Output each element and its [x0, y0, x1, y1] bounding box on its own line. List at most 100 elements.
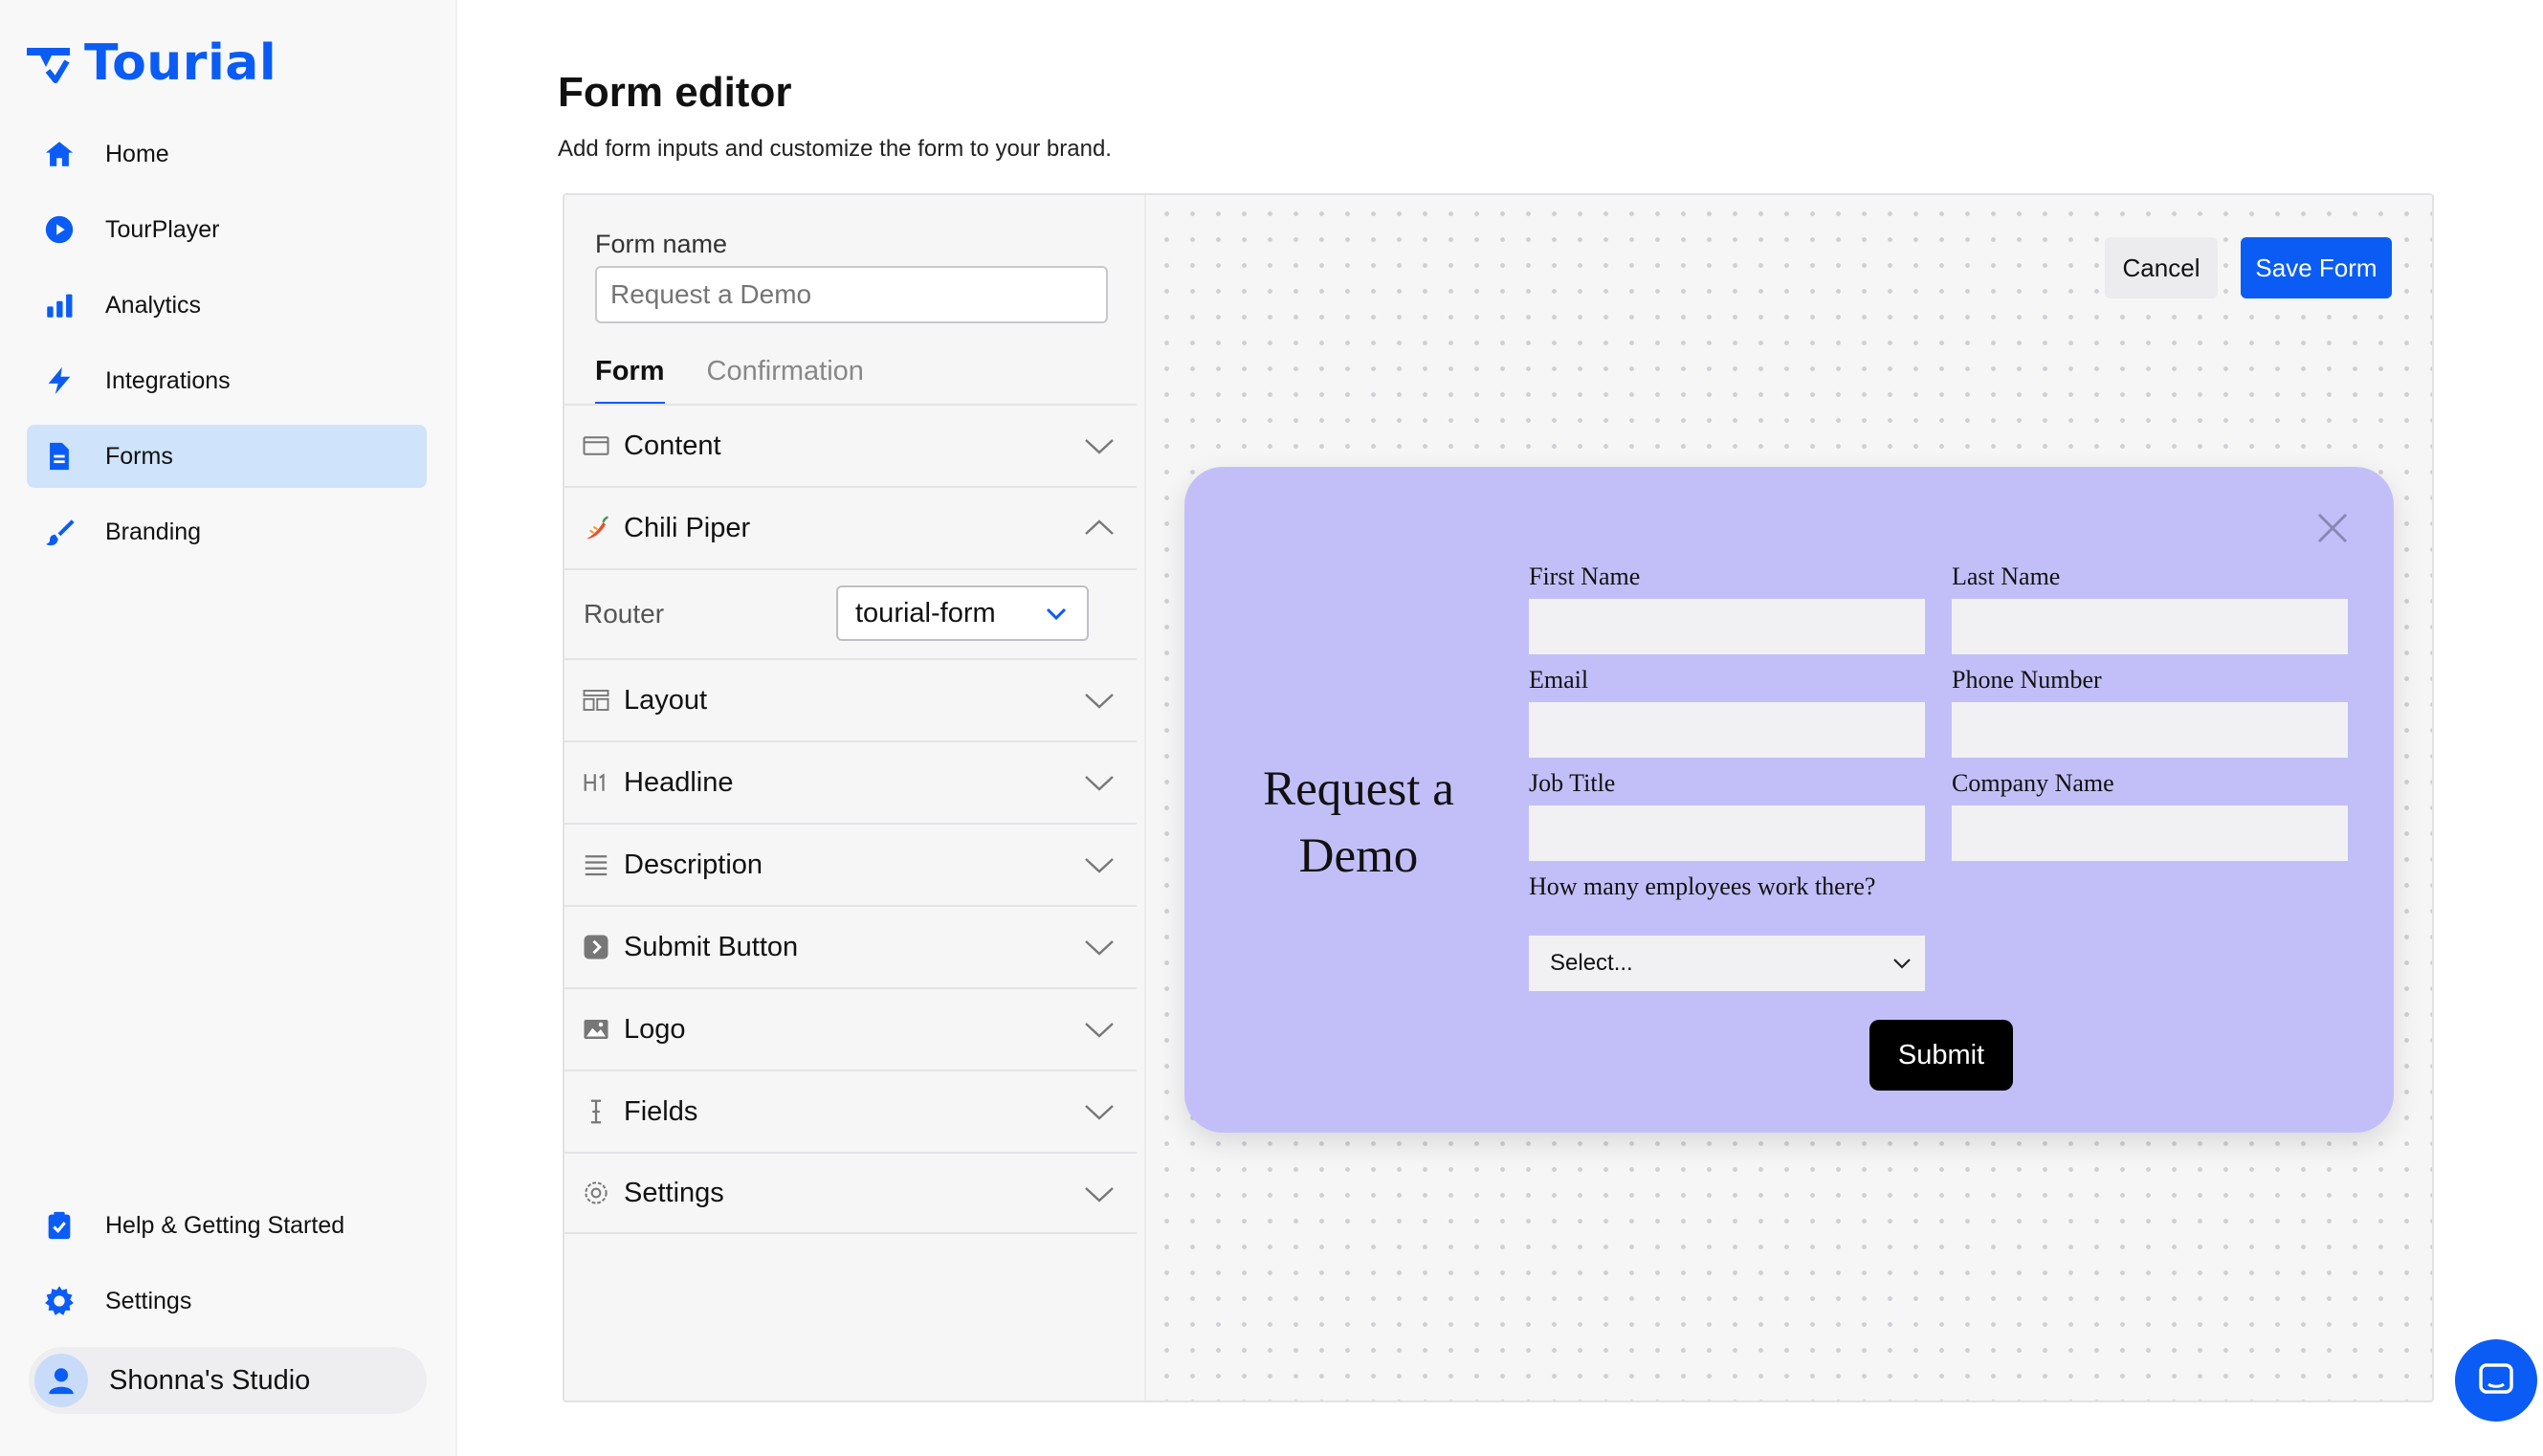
- document-icon: [42, 439, 77, 474]
- section-label: Content: [624, 430, 721, 461]
- chili-pepper-icon: [582, 514, 610, 542]
- chat-bubble-icon: [2479, 1363, 2513, 1394]
- section-label: Layout: [624, 684, 708, 716]
- sidebar-item-branding[interactable]: Branding: [27, 500, 427, 563]
- section-label: Headline: [624, 766, 734, 798]
- cancel-button[interactable]: Cancel: [2105, 237, 2218, 298]
- sidebar-item-home[interactable]: Home: [27, 122, 427, 186]
- sidebar-item-label: Home: [105, 140, 169, 167]
- sidebar-item-tourplayer[interactable]: TourPlayer: [27, 198, 427, 261]
- company-name-field[interactable]: [1952, 805, 2348, 861]
- tab-confirmation[interactable]: Confirmation: [706, 356, 864, 386]
- sidebar-item-help[interactable]: Help & Getting Started: [27, 1194, 427, 1257]
- arrow-box-icon: [582, 933, 610, 961]
- sidebar-item-label: TourPlayer: [105, 215, 220, 243]
- home-icon: [42, 137, 77, 171]
- form-name-label: Form name: [595, 230, 728, 258]
- section-label: Submit Button: [624, 931, 799, 962]
- section-submit-button[interactable]: Submit Button: [564, 905, 1137, 987]
- page-subtitle: Add form inputs and customize the form t…: [558, 136, 1112, 162]
- chat-launcher-button[interactable]: [2455, 1339, 2537, 1422]
- last-name-label: Last Name: [1952, 563, 2061, 590]
- tourial-logo-icon: [27, 48, 70, 83]
- email-field[interactable]: [1529, 702, 1925, 758]
- router-row: Router tourial-form: [564, 568, 1137, 658]
- chevron-up-icon: [1085, 519, 1114, 535]
- section-fields[interactable]: Fields: [564, 1070, 1137, 1152]
- user-icon: [49, 1368, 74, 1395]
- router-select[interactable]: tourial-form: [836, 585, 1089, 641]
- sidebar-item-integrations[interactable]: Integrations: [27, 349, 427, 412]
- last-name-field[interactable]: [1952, 599, 2348, 654]
- section-description[interactable]: Description: [564, 823, 1137, 905]
- h1-icon: [582, 768, 610, 797]
- section-label: Logo: [624, 1013, 686, 1045]
- gear-outline-icon: [582, 1179, 610, 1207]
- gear-icon: [42, 1284, 77, 1318]
- save-form-button[interactable]: Save Form: [2241, 237, 2392, 298]
- close-icon[interactable]: [2315, 511, 2350, 545]
- chevron-down-icon: [1085, 1105, 1114, 1120]
- chevron-down-icon: [1085, 1187, 1114, 1202]
- image-icon: [582, 1015, 610, 1044]
- play-circle-icon: [42, 212, 77, 247]
- page-title: Form editor: [558, 69, 792, 116]
- company-name-label: Company Name: [1952, 769, 2114, 797]
- lines-icon: [582, 850, 610, 879]
- form-preview-card: Request a Demo First Name Last Name Emai…: [1184, 467, 2394, 1133]
- job-title-label: Job Title: [1529, 769, 1616, 797]
- employees-select[interactable]: Select...: [1529, 936, 1925, 991]
- text-cursor-icon: [582, 1097, 610, 1126]
- user-name: Shonna's Studio: [109, 1364, 311, 1396]
- sidebar-item-forms[interactable]: Forms: [27, 425, 427, 488]
- form-settings-panel: Form name Form Confirmation Content Chil…: [564, 195, 1146, 1401]
- sidebar-nav: Home TourPlayer Analytics Integrations F…: [27, 122, 427, 576]
- tab-form[interactable]: Form: [595, 348, 665, 406]
- section-label: Chili Piper: [624, 512, 751, 543]
- section-chili-piper[interactable]: Chili Piper: [564, 486, 1137, 568]
- clipboard-check-icon: [42, 1208, 77, 1243]
- bar-chart-icon: [42, 288, 77, 322]
- sidebar-item-label: Forms: [105, 442, 173, 470]
- router-value: tourial-form: [855, 597, 996, 629]
- section-label: Fields: [624, 1095, 698, 1127]
- section-label: Description: [624, 849, 763, 880]
- section-settings[interactable]: Settings: [564, 1152, 1137, 1234]
- first-name-field[interactable]: [1529, 599, 1925, 654]
- sidebar-item-settings[interactable]: Settings: [27, 1269, 427, 1333]
- job-title-field[interactable]: [1529, 805, 1925, 861]
- router-label: Router: [584, 599, 665, 629]
- phone-number-field[interactable]: [1952, 702, 2348, 758]
- section-layout[interactable]: Layout: [564, 658, 1137, 740]
- editor-tabs: Form Confirmation: [595, 348, 906, 406]
- brand-logo[interactable]: Tourial: [27, 34, 276, 92]
- form-name-input[interactable]: [595, 266, 1108, 323]
- form-preview-title: Request a Demo: [1263, 762, 1454, 883]
- sidebar-item-label: Branding: [105, 518, 202, 545]
- lightning-icon: [42, 364, 77, 398]
- chevron-down-icon: [1085, 694, 1114, 709]
- window-icon: [582, 431, 610, 460]
- avatar: [34, 1354, 88, 1407]
- form-editor: Form name Form Confirmation Content Chil…: [563, 193, 2434, 1402]
- chevron-down-icon: [1085, 858, 1114, 873]
- chevron-down-icon: [1085, 1023, 1114, 1038]
- section-headline[interactable]: Headline: [564, 740, 1137, 823]
- section-content[interactable]: Content: [564, 404, 1137, 486]
- sidebar-item-analytics[interactable]: Analytics: [27, 274, 427, 337]
- sidebar-item-label: Analytics: [105, 291, 202, 319]
- employees-select-value: Select...: [1550, 950, 1633, 976]
- submit-button[interactable]: Submit: [1869, 1020, 2013, 1091]
- sidebar-item-label: Help & Getting Started: [105, 1211, 345, 1239]
- user-account-button[interactable]: Shonna's Studio: [29, 1347, 427, 1414]
- section-logo[interactable]: Logo: [564, 987, 1137, 1070]
- phone-number-label: Phone Number: [1952, 666, 2102, 694]
- first-name-label: First Name: [1529, 563, 1641, 590]
- chevron-down-icon: [1046, 607, 1067, 621]
- sidebar-item-label: Settings: [105, 1287, 192, 1314]
- chevron-down-icon: [1085, 940, 1114, 956]
- chevron-down-icon: [1085, 439, 1114, 454]
- chevron-down-icon: [1085, 776, 1114, 791]
- sidebar: Tourial Home TourPlayer Analytics Integr…: [0, 0, 457, 1456]
- section-list: Content Chili Piper Router tourial-form: [564, 404, 1137, 1234]
